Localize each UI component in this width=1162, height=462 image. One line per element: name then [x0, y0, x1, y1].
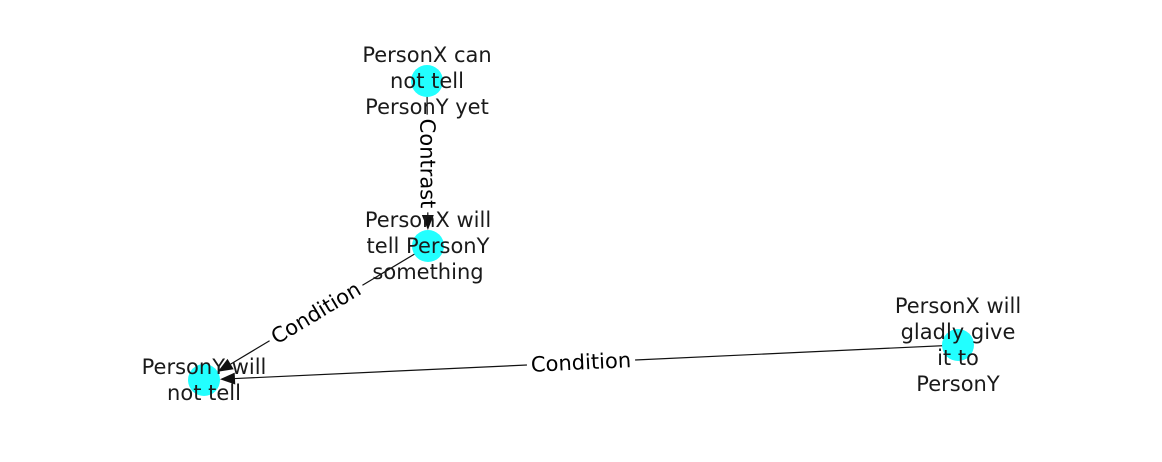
node-circle-n4 — [942, 329, 974, 361]
node-label-line: PersonY — [916, 372, 1000, 396]
node-label-line: PersonY yet — [365, 95, 489, 119]
node-circle-n1 — [411, 65, 443, 97]
nodes-layer — [188, 65, 974, 396]
node-label-line: tell PersonY — [367, 234, 490, 258]
node-label-line: PersonX can — [362, 43, 491, 67]
edge-arrowhead-e2 — [217, 358, 234, 372]
node-circle-n3 — [188, 364, 220, 396]
edge-label-text: Contrast — [415, 119, 440, 209]
node-label-line: PersonX will — [895, 294, 1021, 318]
edge-arrowhead-e1 — [421, 214, 434, 231]
node-label-line: gladly give — [901, 320, 1016, 344]
node-circle-n2 — [412, 230, 444, 262]
edges-layer — [217, 80, 959, 385]
edge-label-e3: Condition — [526, 347, 636, 378]
edge-label-text: Condition — [530, 348, 631, 377]
node-label-line: not tell — [167, 381, 241, 405]
edge-arrowhead-e3 — [219, 372, 236, 385]
edge-label-e2: Condition — [262, 274, 370, 352]
node-label-line: PersonX will — [365, 208, 491, 232]
node-label-line: PersonY will — [142, 355, 267, 379]
edge-label-background — [414, 114, 441, 213]
node-label-line: something — [372, 260, 483, 284]
edge-label-e1: Contrast — [414, 114, 441, 213]
edge-label-background — [526, 347, 636, 378]
edge-label-background — [262, 274, 370, 352]
node-label-line: it to — [937, 346, 979, 370]
node-label-line: not tell — [390, 69, 464, 93]
edge-label-text: Condition — [267, 277, 365, 349]
